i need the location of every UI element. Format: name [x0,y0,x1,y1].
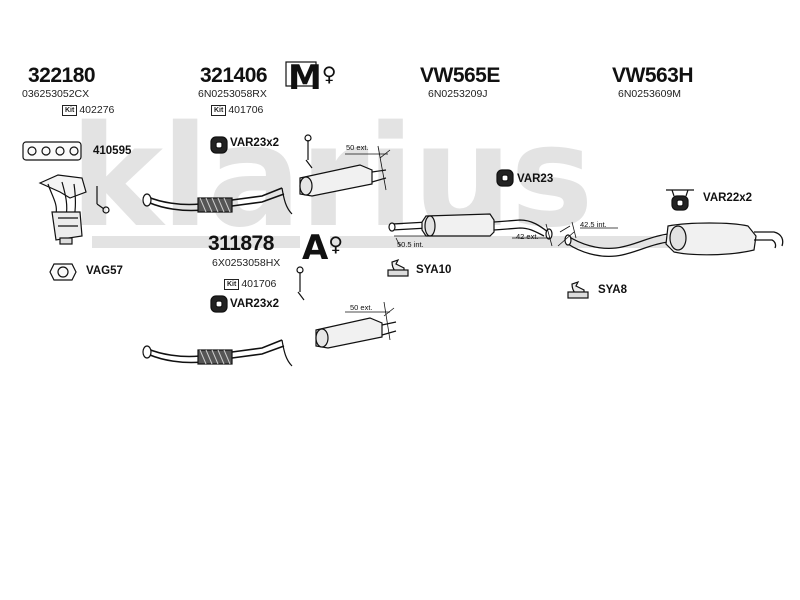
centre-silencer-vw565e [388,213,553,240]
part-number-vw565e: VW565E [420,64,500,87]
fitting-key-icon: ♀ [321,62,337,86]
flange-gasket-icon [49,263,77,281]
rear-silencer-vw563h [564,222,784,258]
dimension-42-5-int: 42.5 int. [580,220,607,229]
part-number-vw563h: VW563H [612,64,694,87]
kit-number: 401706 [228,104,264,116]
watermark-underline [92,236,692,248]
rubber-mount-icon [210,136,228,154]
oe-reference-321406: 6N0253058RX [198,88,267,100]
kit-icon: Kit [62,105,78,116]
manifold-catalyst-icon [38,174,87,245]
lambda-sensor-icon [296,266,305,301]
front-pipe-311878 [142,317,397,367]
oe-reference-vw565e: 6N0253209J [428,88,488,100]
part-number-322180: 322180 [28,64,96,87]
kit-icon: Kit [224,279,240,290]
dimension-50-ext-bottom: 50 ext. [350,303,373,312]
fitting-a-symbol: A♀ [302,228,343,268]
part-number-321406: 321406 [200,64,268,87]
dimension-line [345,145,391,191]
clamp-icon [567,280,589,299]
callout-sya8: SYA8 [598,284,627,296]
dimension-50-ext-top: 50 ext. [346,143,369,152]
rubber-mount-icon [496,169,514,187]
callout-var23: VAR23 [517,173,554,185]
callout-410595: 410595 [93,145,132,157]
fitting-a-badge-icon [300,234,330,258]
callout-sya10: SYA10 [416,264,452,276]
dimension-line [345,301,395,341]
lambda-sensor-icon [304,134,313,169]
lambda-sensor-icon [96,186,110,214]
clamp-icon [387,258,409,277]
dimension-line [557,221,618,247]
manifold-gasket-icon [22,141,82,161]
oe-reference-vw563h: 6N0253609M [618,88,682,100]
fitting-a-letter: A [302,228,329,268]
dimension-42-ext: 42 ext. [516,232,539,241]
oe-reference-311878: 6X0253058HX [212,257,281,269]
fitting-m-badge-icon [285,61,317,87]
front-pipe-321406 [142,164,387,215]
fitting-m-symbol: M♀ [288,58,337,98]
part-number-311878: 311878 [208,232,274,255]
fitting-m-letter: M [288,58,322,98]
oe-reference-322180: 036253052CX [22,88,90,100]
dimension-line [394,223,553,247]
callout-vag57: VAG57 [86,265,123,277]
dimension-50-5-int: 50.5 int. [397,240,424,249]
fitting-key-icon: ♀ [328,232,343,256]
kit-icon: Kit [211,105,227,116]
hanger-bracket-icon [666,189,694,211]
rubber-mount-icon [210,295,228,313]
callout-var23x2-bottom: VAR23x2 [230,298,280,310]
kit-number: 401706 [241,278,277,290]
kit-number: 402276 [79,104,115,116]
callout-var23x2-top: VAR23x2 [230,137,280,149]
callout-var22x2: VAR22x2 [703,192,753,204]
